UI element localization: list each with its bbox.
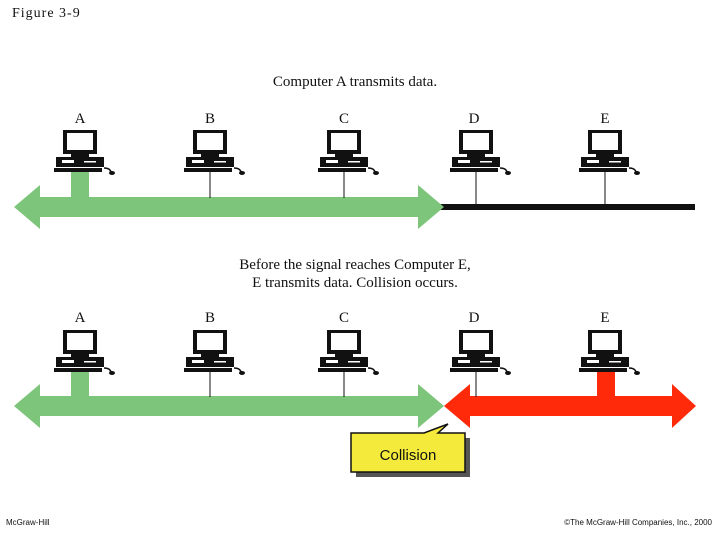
collision-callout: Collision (350, 423, 470, 477)
panel2-signal-stem-a (71, 370, 89, 400)
panel1-signal-arrow-a (14, 185, 444, 229)
panel1-computer-a-icon (53, 129, 116, 176)
footer-copyright: ©The McGraw-Hill Companies, Inc., 2000 (564, 518, 712, 527)
panel2-label-b: B (205, 310, 215, 326)
figure-label: Figure 3-9 (12, 6, 81, 21)
panel1-label-c: C (339, 111, 349, 127)
panel2-caption-line1: Before the signal reaches Computer E, (239, 257, 471, 273)
panel1-computer-e-icon (578, 129, 641, 176)
panel2-computer-a-icon (53, 329, 116, 376)
panel2-label-e: E (600, 310, 609, 326)
footer-publisher: McGraw-Hill (6, 518, 50, 527)
panel1-label-a: A (75, 111, 86, 127)
panel1-label-e: E (600, 111, 609, 127)
panel1-label-b: B (205, 111, 215, 127)
panel1: A B C D E (14, 111, 695, 229)
panel1-computer-c-icon (317, 129, 380, 176)
panel2-label-c: C (339, 310, 349, 326)
panel1-caption: Computer A transmits data. (272, 74, 438, 90)
panel1-signal-stem-a (71, 170, 89, 200)
panel2-signal-stem-e (597, 370, 615, 400)
panel2-label-d: D (469, 310, 480, 326)
panel2-computer-c-icon (317, 329, 380, 376)
collision-label: Collision (380, 447, 437, 464)
panel2-caption: Before the signal reaches Computer E, E … (175, 256, 535, 292)
panel2: A B C D E Collision (14, 310, 696, 477)
panel1-computer-d-icon (449, 129, 512, 176)
panel2-computer-d-icon (449, 329, 512, 376)
panel2-signal-arrow-e (444, 384, 696, 428)
panel1-cable (430, 204, 695, 210)
panel1-computer-b-icon (183, 129, 246, 176)
panel2-signal-arrow-a (14, 384, 444, 428)
panel2-label-a: A (75, 310, 86, 326)
panel1-label-d: D (469, 111, 480, 127)
panel2-caption-line2: E transmits data. Collision occurs. (252, 275, 458, 291)
panel2-computer-b-icon (183, 329, 246, 376)
panel2-computer-e-icon (578, 329, 641, 376)
